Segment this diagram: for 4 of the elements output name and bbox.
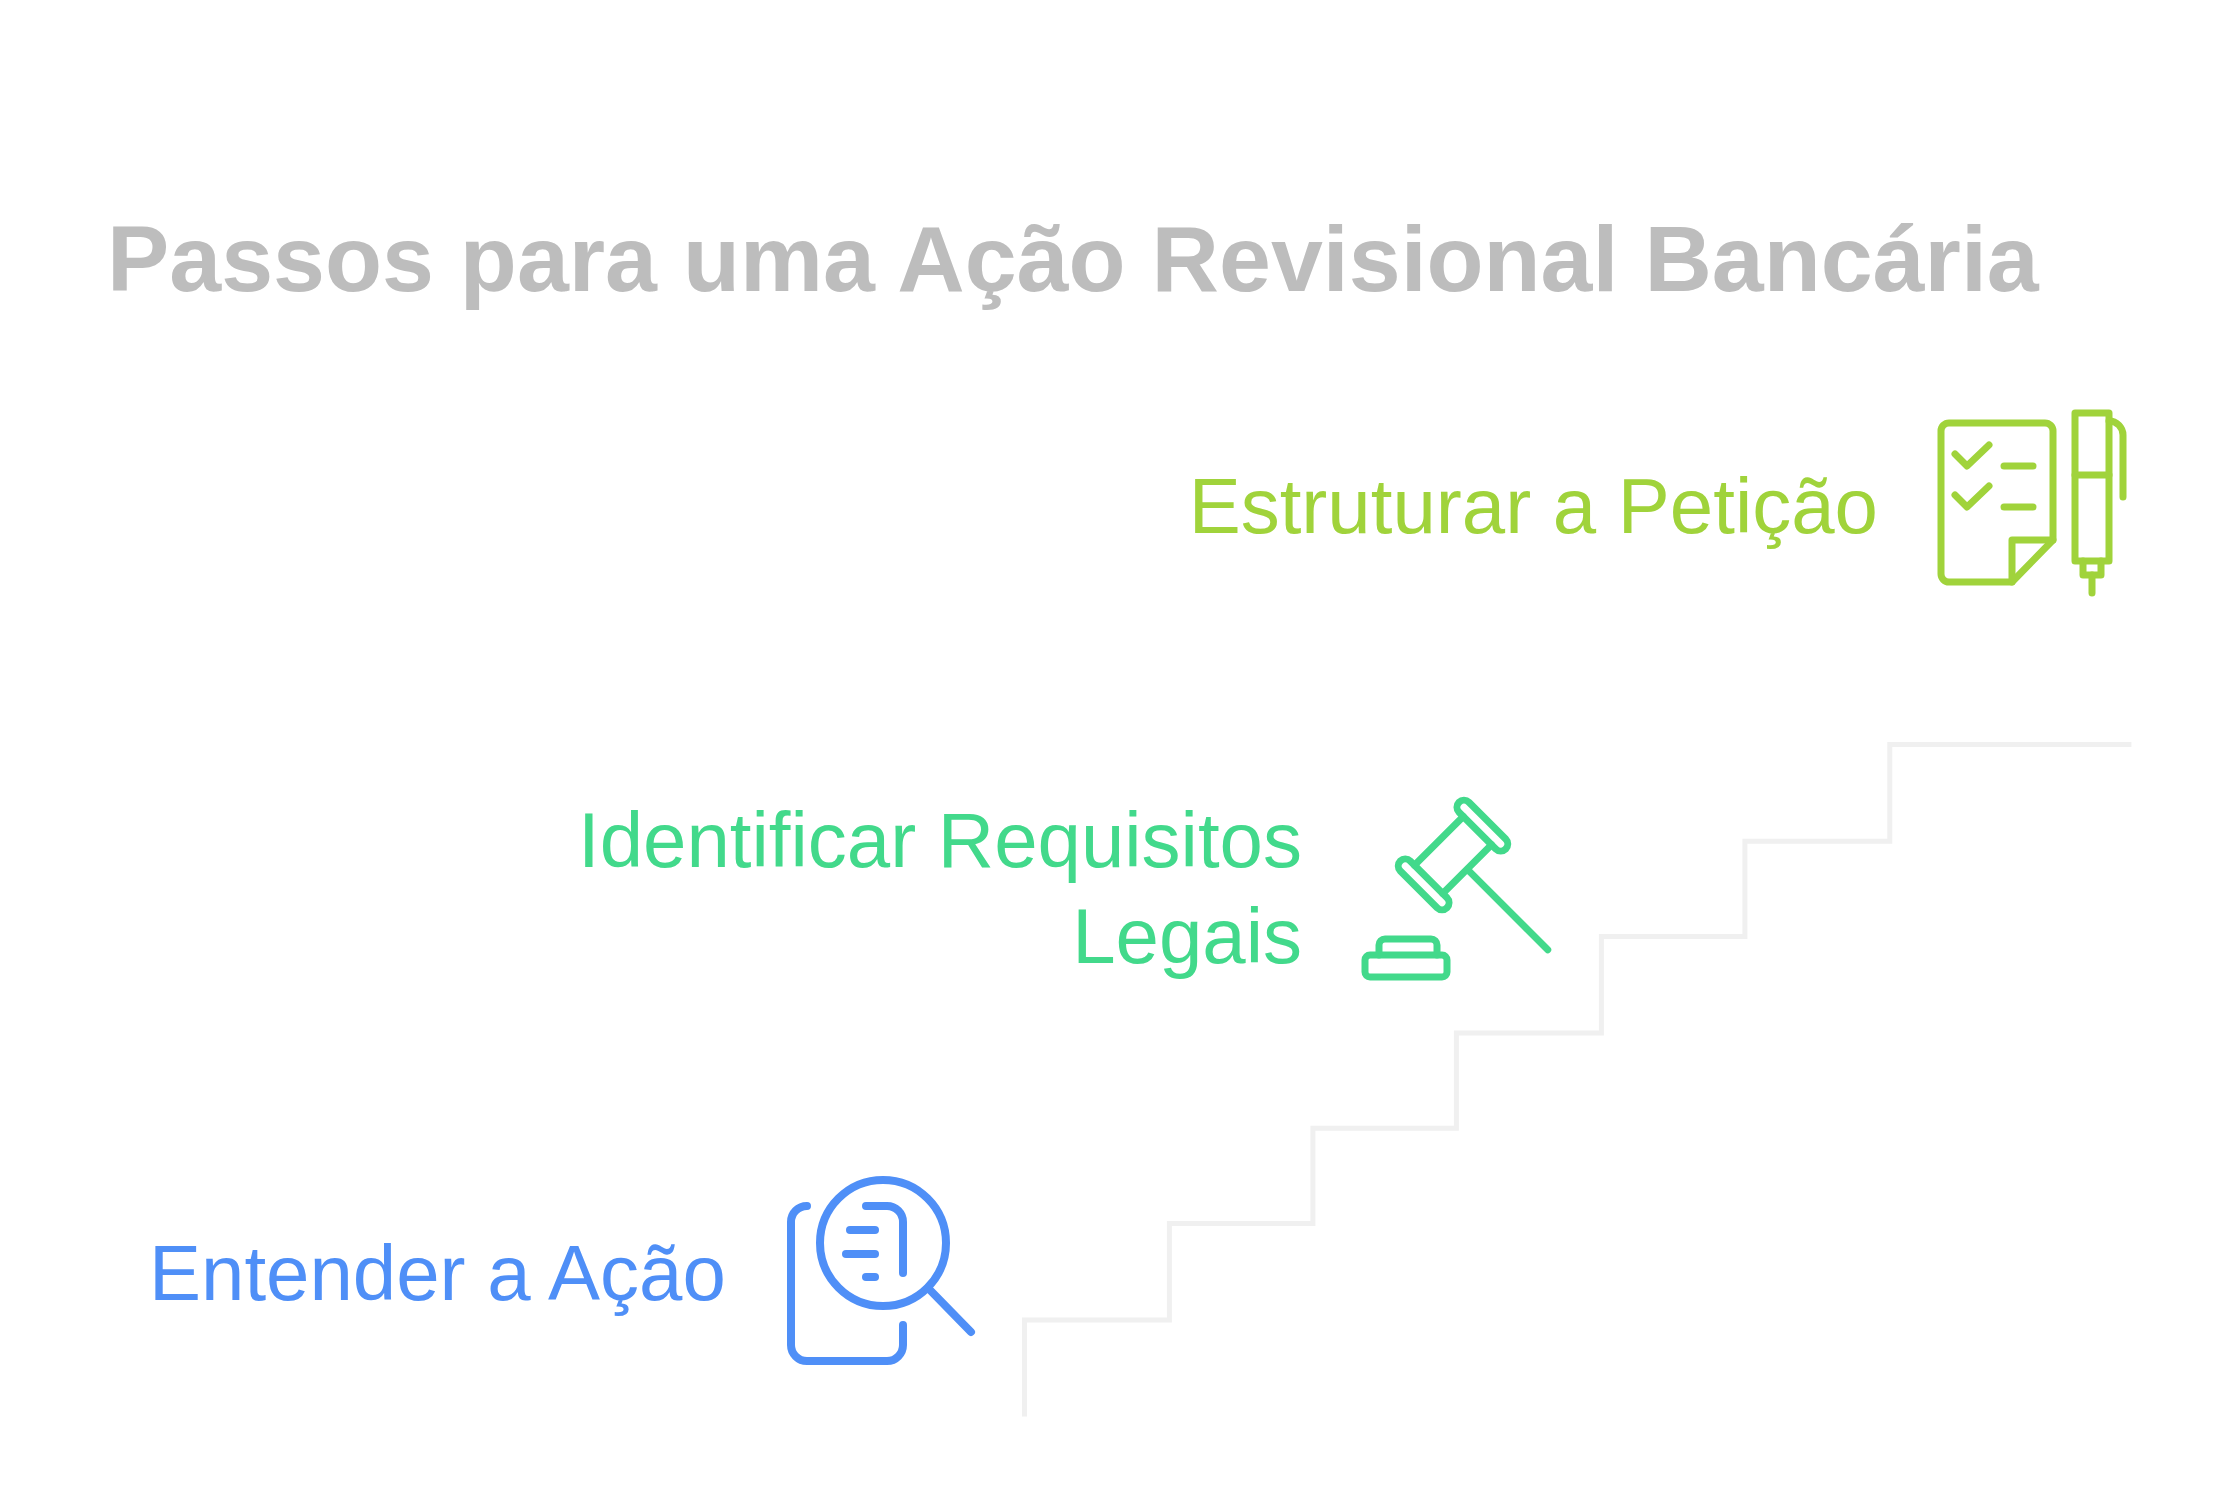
title: Passos para uma Ação Revisional Bancária	[107, 204, 2039, 313]
step-label: Entender a Ação	[149, 1228, 727, 1319]
step-label: Identificar Requisitos Legais	[577, 795, 1302, 982]
step-label: Estruturar a Petição	[1187, 461, 1878, 552]
